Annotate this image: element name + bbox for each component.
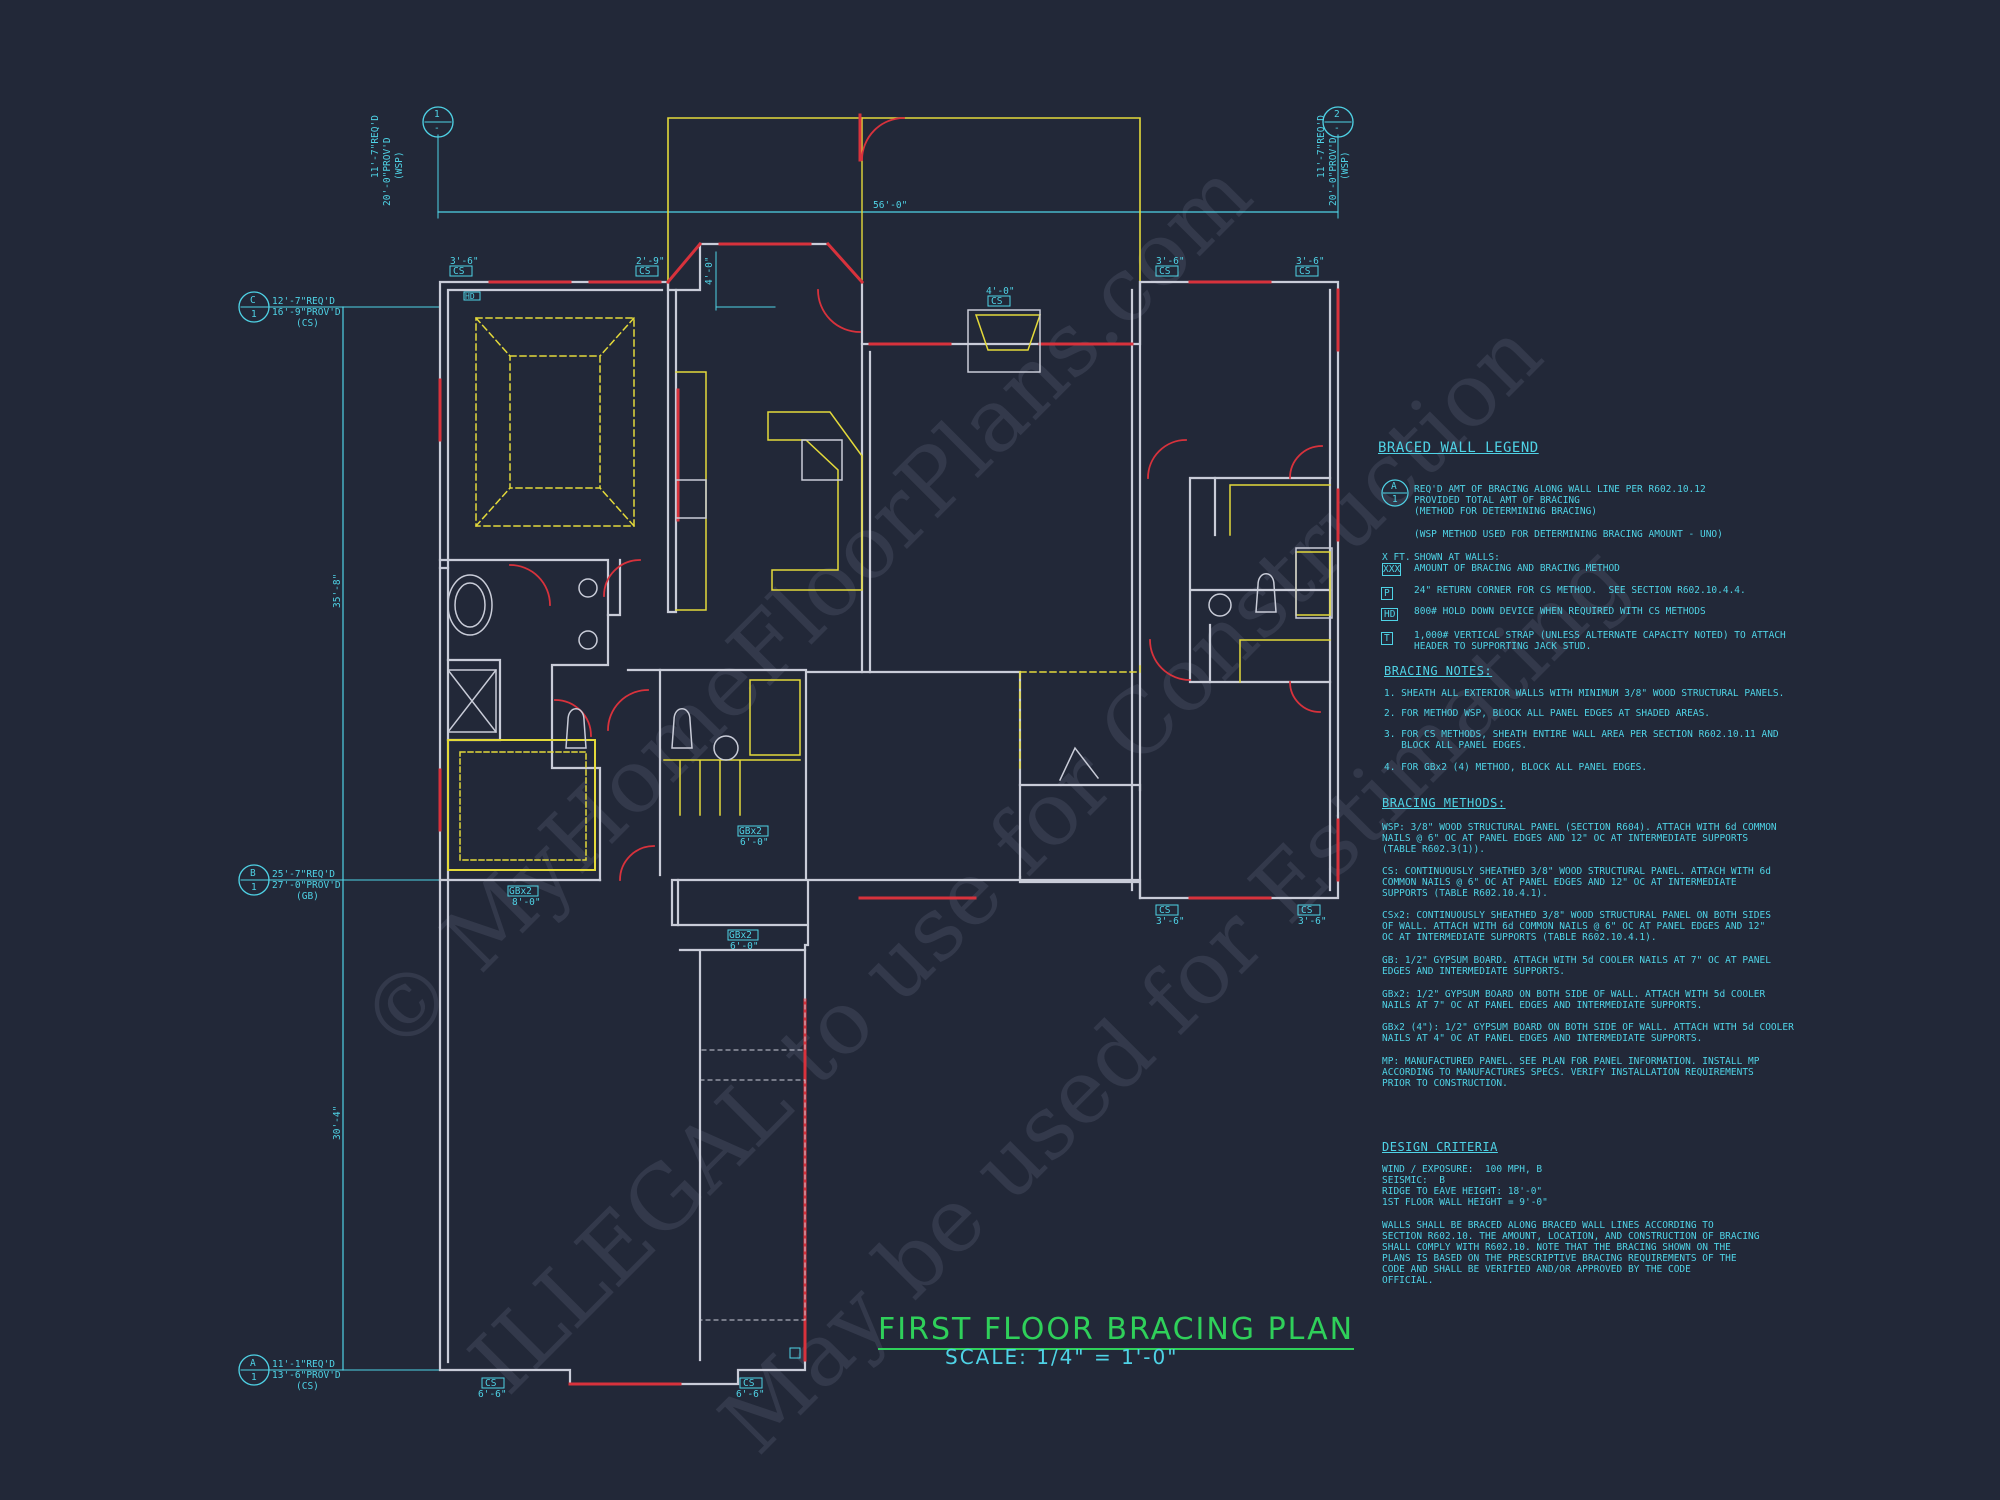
legend-item: (WSP METHOD USED FOR DETERMINING BRACING…	[1414, 529, 1723, 540]
panel-tag-len: 2'-9"	[636, 256, 665, 267]
grid-2-method: (WSP)	[1340, 151, 1351, 180]
panel-tag-code: CS	[1299, 266, 1311, 277]
panel-tag-len: 3'-6"	[1296, 256, 1325, 267]
grid-c-method: (CS)	[296, 318, 319, 329]
drawing-scale: SCALE: 1/4" = 1'-0"	[945, 1345, 1179, 1369]
grid-c-sheet: 1	[251, 309, 257, 320]
panel-tag-code: CS	[1301, 905, 1313, 916]
legend-header: BRACED WALL LEGEND	[1378, 440, 1539, 456]
design-criteria-item: RIDGE TO EAVE HEIGHT: 18'-0"	[1382, 1186, 1543, 1197]
grid-2-sheet: -	[1334, 123, 1340, 134]
bracing-notes-header: BRACING NOTES:	[1384, 664, 1493, 678]
panel-tag-code: CS	[1159, 905, 1171, 916]
grid-2-provd: 20'-0"PROV'D	[1328, 137, 1339, 206]
grid-a-req: 11'-1"REQ'D	[272, 1359, 335, 1370]
panel-tag-len: 3'-6"	[1156, 916, 1185, 927]
drawing-title: FIRST FLOOR BRACING PLAN	[878, 1312, 1355, 1350]
grid-a-method: (CS)	[296, 1381, 319, 1392]
design-criteria-item: SEISMIC: B	[1382, 1175, 1445, 1186]
grid-b-sheet: 1	[251, 882, 257, 893]
grid-1-id: 1	[434, 109, 440, 120]
legend-symbol-a: A	[1391, 481, 1397, 492]
grid-b-req: 25'-7"REQ'D	[272, 869, 335, 880]
legend-item: 1,000# VERTICAL STRAP (UNLESS ALTERNATE …	[1414, 630, 1786, 652]
grid-c-id: C	[250, 295, 256, 306]
bracing-methods-header: BRACING METHODS:	[1382, 796, 1506, 810]
bracing-method: WSP: 3/8" WOOD STRUCTURAL PANEL (SECTION…	[1382, 822, 1777, 855]
panel-tag-code: GBx2	[729, 930, 752, 941]
grid-c-req: 12'-7"REQ'D	[272, 296, 335, 307]
bracing-method: CSx2: CONTINUOUSLY SHEATHED 3/8" WOOD ST…	[1382, 910, 1771, 943]
panel-tag-len: 3'-6"	[1156, 256, 1185, 267]
panel-tag-len: 6'-0"	[740, 837, 769, 848]
grid-b-id: B	[250, 868, 256, 879]
design-criteria-header: DESIGN CRITERIA	[1382, 1140, 1498, 1154]
panel-tag-code: CS	[1159, 266, 1171, 277]
panel-tag-len: 6'-6"	[736, 1389, 765, 1400]
legend-item: SHOWN AT WALLS: AMOUNT OF BRACING AND BR…	[1414, 552, 1620, 574]
design-criteria-paragraph: WALLS SHALL BE BRACED ALONG BRACED WALL …	[1382, 1220, 1760, 1286]
bracing-method: GBx2: 1/2" GYPSUM BOARD ON BOTH SIDE OF …	[1382, 989, 1766, 1011]
legend-symbol-1: 1	[1392, 494, 1398, 505]
bracing-note: 1. SHEATH ALL EXTERIOR WALLS WITH MINIMU…	[1384, 688, 1785, 699]
panel-tag-code: GBx2	[739, 826, 762, 837]
panel-tag-code: GBx2	[509, 886, 532, 897]
legend-item: 800# HOLD DOWN DEVICE WHEN REQUIRED WITH…	[1414, 606, 1706, 617]
legend-symbol-xft: X FT.	[1382, 552, 1411, 563]
grid-a-sheet: 1	[251, 1372, 257, 1383]
legend-symbol-p: P	[1381, 587, 1393, 600]
panel-tag-code: CS	[639, 266, 651, 277]
grid-2-req: 11'-7"REQ'D	[1316, 115, 1327, 178]
panel-tag-code: CS	[743, 1378, 755, 1389]
panel-tag-code: CS	[485, 1378, 497, 1389]
legend-symbol-hd: HD	[1381, 608, 1399, 621]
bracing-method: GBx2 (4"): 1/2" GYPSUM BOARD ON BOTH SID…	[1382, 1022, 1794, 1044]
design-criteria-item: WIND / EXPOSURE: 100 MPH, B	[1382, 1164, 1543, 1175]
bracing-note: 2. FOR METHOD WSP, BLOCK ALL PANEL EDGES…	[1384, 708, 1711, 719]
grid-b-provd: 27'-0"PROV'D	[272, 880, 341, 891]
grid-a-id: A	[250, 1358, 256, 1369]
bracing-note: 4. FOR GBx2 (4) METHOD, BLOCK ALL PANEL …	[1384, 762, 1648, 773]
dimension-overall: 56'-0"	[873, 200, 908, 211]
panel-tag-len: 3'-6"	[1298, 916, 1327, 927]
grid-1-sheet: -	[434, 123, 440, 134]
legend-symbol-xxx: XXX	[1382, 563, 1402, 576]
panel-tag-len: 6'-0"	[730, 941, 759, 952]
panel-tag-code: CS	[453, 266, 465, 277]
grid-a-provd: 13'-6"PROV'D	[272, 1370, 341, 1381]
design-criteria-item: 1ST FLOOR WALL HEIGHT = 9'-0"	[1382, 1197, 1548, 1208]
dimension-bay: 4'-0"	[704, 256, 715, 285]
panel-tag-code: HD	[465, 292, 475, 301]
dimension-upper-left: 35'-8"	[332, 573, 343, 608]
panel-tag-len: 4'-0"	[986, 286, 1015, 297]
panel-tag-len: 6'-6"	[478, 1389, 507, 1400]
bracing-method: MP: MANUFACTURED PANEL. SEE PLAN FOR PAN…	[1382, 1056, 1760, 1089]
legend-bubble-icon	[1381, 479, 1409, 507]
grid-2-id: 2	[1334, 109, 1340, 120]
legend-item: 24" RETURN CORNER FOR CS METHOD. SEE SEC…	[1414, 585, 1746, 596]
bracing-method: CS: CONTINUOUSLY SHEATHED 3/8" WOOD STRU…	[1382, 866, 1771, 899]
bracing-method: GB: 1/2" GYPSUM BOARD. ATTACH WITH 5d CO…	[1382, 955, 1771, 977]
bracing-note: 3. FOR CS METHODS, SHEATH ENTIRE WALL AR…	[1384, 729, 1779, 751]
legend-symbol-t: T	[1381, 632, 1393, 645]
panel-tag-code: CS	[991, 296, 1003, 307]
grid-1-provd: 20'-0"PROV'D	[382, 137, 393, 206]
panel-tag-len: 3'-6"	[450, 256, 479, 267]
panel-tag-len: 8'-0"	[512, 897, 541, 908]
dimension-lower-left: 30'-4"	[332, 1105, 343, 1140]
legend-item: REQ'D AMT OF BRACING ALONG WALL LINE PER…	[1414, 484, 1706, 517]
grid-b-method: (GB)	[296, 891, 319, 902]
grid-1-req: 11'-7"REQ'D	[370, 115, 381, 178]
grid-1-method: (WSP)	[394, 151, 405, 180]
grid-c-provd: 16'-9"PROV'D	[272, 307, 341, 318]
